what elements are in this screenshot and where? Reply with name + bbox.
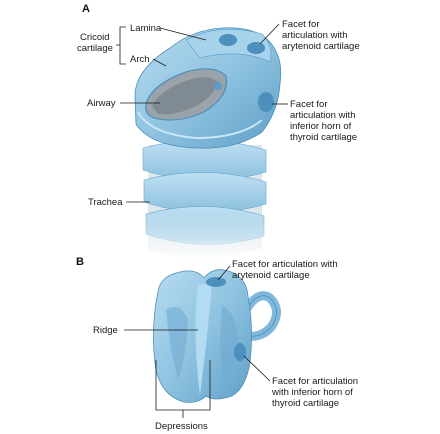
facet-thyroid-leader-b: [243, 355, 271, 382]
svg-text:articulation with: articulation with: [282, 30, 347, 41]
svg-text:inferior horn of: inferior horn of: [290, 121, 352, 132]
svg-text:Facet for articulation: Facet for articulation: [272, 376, 358, 387]
panel-a-letter: A: [82, 3, 90, 15]
svg-text:thyroid cartilage: thyroid cartilage: [290, 132, 357, 143]
cricoid-label: Cricoid cartilage: [77, 32, 113, 54]
depressions-label: Depressions: [155, 421, 208, 432]
thyroid-facet: [234, 343, 246, 361]
trachea: [140, 140, 270, 264]
svg-text:Facet for articulation with: Facet for articulation with: [232, 259, 338, 270]
svg-text:arytenoid cartilage: arytenoid cartilage: [232, 270, 310, 281]
cricoid-bracket: [116, 26, 126, 65]
svg-text:arytenoid cartilage: arytenoid cartilage: [282, 41, 360, 52]
thyroid-facet: [258, 92, 274, 112]
svg-text:Facet for: Facet for: [282, 19, 320, 30]
arytenoid-facet: [247, 42, 265, 54]
cricoid-cartilage-b: [153, 269, 281, 403]
svg-text:Cricoid: Cricoid: [80, 32, 110, 43]
median-ridge: [195, 284, 212, 396]
svg-text:Facet for: Facet for: [290, 99, 328, 110]
arytenoid-facet: [206, 277, 226, 287]
lamina-leader: [159, 27, 207, 41]
facet-thyroid-label-b: Facet for articulation with inferior hor…: [271, 376, 358, 409]
ridge-label: Ridge: [93, 325, 118, 336]
cricoid-cartilage-a: [134, 27, 282, 149]
facet-arytenoid-leader-b: [217, 265, 231, 281]
arytenoid-facet: [219, 34, 237, 46]
arch-label: Arch: [130, 54, 150, 65]
panel-b-letter: B: [76, 256, 84, 268]
arch-leader: [152, 58, 167, 67]
depressions-bracket: [155, 360, 211, 418]
facet-arytenoid-label-b: Facet for articulation with arytenoid ca…: [232, 259, 338, 281]
svg-text:thyroid cartilage: thyroid cartilage: [272, 398, 339, 409]
facet-arytenoid-label-a: Facet for articulation with arytenoid ca…: [282, 19, 360, 52]
lamina-label: Lamina: [130, 23, 162, 34]
svg-text:with inferior horn of: with inferior horn of: [271, 387, 353, 398]
svg-text:articulation with: articulation with: [290, 110, 355, 121]
svg-text:cartilage: cartilage: [77, 43, 113, 54]
airway-label: Airway: [87, 98, 116, 109]
facet-arytenoid-leader-a: [259, 23, 280, 45]
facet-thyroid-label-a: Facet for articulation with inferior hor…: [290, 99, 357, 143]
trachea-label: Trachea: [88, 197, 123, 208]
